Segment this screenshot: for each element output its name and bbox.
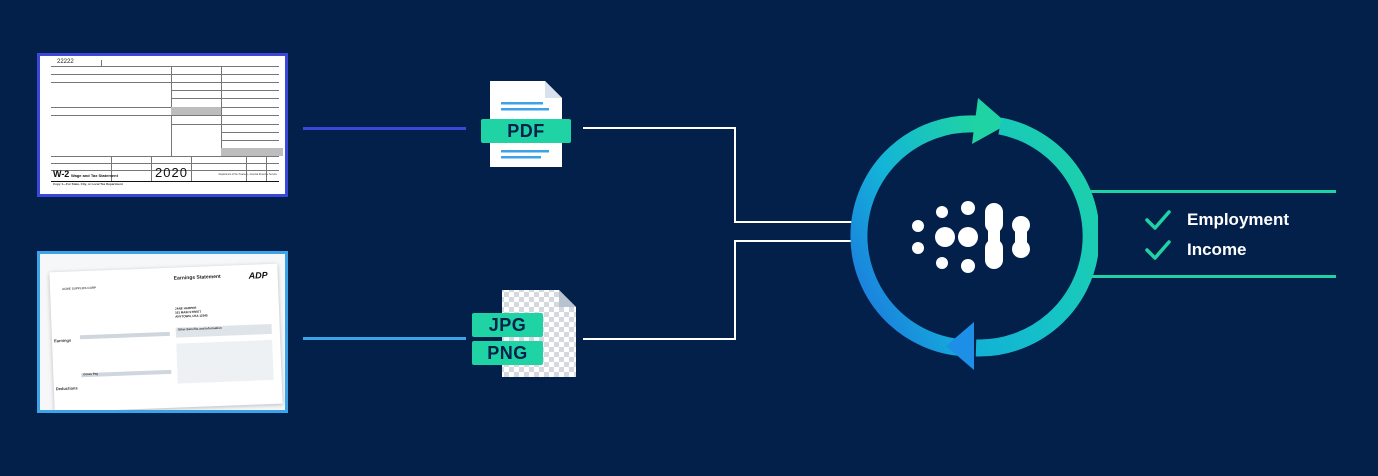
- earnings-statement-title: Earnings Statement: [173, 273, 221, 282]
- result-income: Income: [1145, 239, 1247, 261]
- processing-cycle: [848, 96, 1100, 372]
- output-line-top: [1082, 190, 1336, 193]
- w2-form-title: Wage and Tax Statement: [71, 173, 118, 178]
- processor-logo: [912, 201, 1030, 273]
- w2-form-name: W-2: [53, 169, 70, 179]
- w2-control-code: 22222: [57, 59, 74, 65]
- gross-pay-label: Gross Pay: [83, 371, 99, 377]
- w2-department: Department of the Treasury—Internal Reve…: [218, 173, 277, 176]
- employee-city: ANYTOWN, USA 12345: [175, 313, 208, 319]
- w2-form-card: 22222 W-2 Wage and Tax Statement 2020 Co…: [37, 53, 288, 197]
- earnings-statement-card: ADP Earnings Statement ACME SUPPLIES COR…: [37, 251, 288, 413]
- result-income-label: Income: [1187, 240, 1247, 259]
- earnings-section-label: Earnings: [53, 337, 72, 344]
- image-wire-horizontal: [583, 338, 735, 340]
- pdf-wire-vertical: [734, 127, 736, 223]
- pdf-wire-to-processor: [734, 221, 852, 223]
- check-icon: [1145, 240, 1171, 260]
- png-badge: PNG: [472, 341, 543, 365]
- result-employment: Employment: [1145, 209, 1289, 231]
- jpg-badge: JPG: [472, 313, 543, 337]
- company-name: ACME SUPPLIES CORP: [61, 285, 97, 291]
- pdf-badge: PDF: [481, 119, 571, 143]
- output-line-bottom: [1082, 275, 1336, 278]
- image-wire-to-processor: [734, 240, 852, 242]
- earnings-statement-paper: ADP Earnings Statement ACME SUPPLIES COR…: [49, 263, 283, 410]
- deductions-section-label: Deductions: [55, 385, 78, 392]
- w2-connector-line: [303, 127, 466, 130]
- check-icon: [1145, 210, 1171, 230]
- result-employment-label: Employment: [1187, 210, 1290, 229]
- w2-year: 2020: [155, 165, 188, 180]
- pdf-wire-horizontal: [583, 127, 735, 129]
- image-wire-vertical: [734, 240, 736, 340]
- paystub-connector-line: [303, 337, 466, 340]
- w2-copy-line: Copy 1—For State, City, or Local Tax Dep…: [53, 182, 123, 186]
- adp-logo: ADP: [248, 270, 268, 281]
